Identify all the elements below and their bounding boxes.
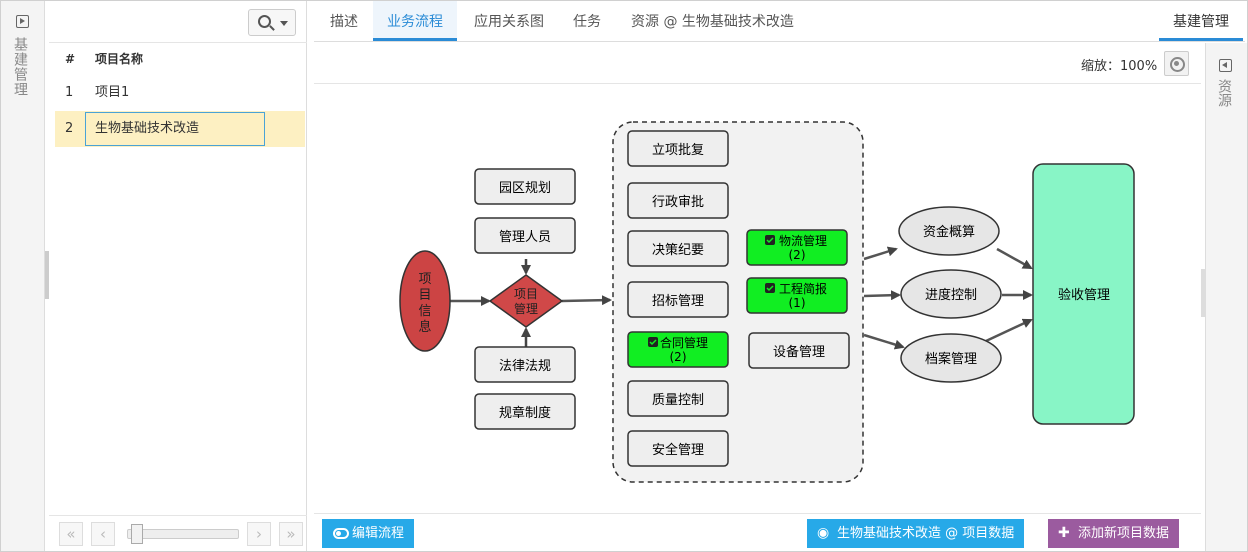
- node-decision-minutes[interactable]: 决策纪要: [627, 230, 729, 267]
- svg-text:设备管理: 设备管理: [773, 344, 825, 360]
- node-rules-system[interactable]: 规章制度: [474, 393, 576, 430]
- edit-flow-button[interactable]: 编辑流程: [322, 519, 415, 548]
- prev-page-button[interactable]: ‹: [91, 522, 115, 546]
- node-progress-control[interactable]: 进度控制: [900, 269, 1002, 319]
- node-acceptance-management[interactable]: 验收管理: [1032, 163, 1135, 425]
- svg-text:合同管理: 合同管理: [660, 335, 708, 350]
- svg-text:物流管理: 物流管理: [779, 233, 827, 248]
- first-page-button[interactable]: «: [59, 522, 83, 546]
- svg-text:验收管理: 验收管理: [1058, 287, 1110, 303]
- zoom-toolbar: 缩放：100%: [314, 42, 1201, 84]
- zoom-level: 缩放：100%: [1081, 59, 1158, 74]
- flow-canvas[interactable]: 项目信息 项目 管理 园区规划 管理人员: [314, 85, 1201, 513]
- edit-flow-label: 编辑流程: [352, 526, 405, 541]
- node-project-info[interactable]: 项目信息: [399, 250, 451, 352]
- zoom-reset-icon[interactable]: [1164, 51, 1189, 76]
- diamond-line-1: 项目: [514, 287, 538, 301]
- node-park-planning[interactable]: 园区规划: [474, 168, 576, 205]
- svg-text:安全管理: 安全管理: [652, 442, 704, 458]
- node-admin-approval[interactable]: 行政审批: [627, 182, 729, 219]
- project-name-cell[interactable]: 项目1: [95, 85, 130, 100]
- column-header-number[interactable]: #: [65, 52, 76, 66]
- svg-text:决策纪要: 决策纪要: [652, 242, 704, 258]
- right-rail-label: 资源: [1216, 79, 1232, 107]
- tab-bar: 描述 业务流程 应用关系图 任务 资源 @ 生物基础技术改造 基建管理: [314, 1, 1245, 42]
- node-safety-management[interactable]: 安全管理: [627, 430, 729, 467]
- row-number: 1: [65, 85, 74, 100]
- svg-text:立项批复: 立项批复: [652, 143, 704, 158]
- add-project-data-label: 添加新项目数据: [1078, 526, 1170, 541]
- right-collapsed-rail[interactable]: 资源: [1205, 43, 1247, 551]
- left-collapsed-rail[interactable]: 基建管理: [1, 1, 45, 551]
- node-quality-control[interactable]: 质量控制: [627, 380, 729, 417]
- main-area: 描述 业务流程 应用关系图 任务 资源 @ 生物基础技术改造 基建管理 缩放：1…: [314, 1, 1245, 551]
- tab-tasks[interactable]: 任务: [573, 14, 601, 30]
- svg-text:(2): (2): [789, 248, 806, 262]
- svg-text:园区规划: 园区规划: [499, 181, 551, 196]
- search-icon: [258, 15, 271, 28]
- list-pager: « ‹ › »: [49, 515, 307, 551]
- svg-text:质量控制: 质量控制: [652, 393, 704, 408]
- add-project-data-button[interactable]: ✚ 添加新项目数据: [1048, 519, 1180, 548]
- row-number: 2: [65, 121, 74, 136]
- search-dropdown-button[interactable]: [248, 9, 296, 36]
- node-archive-management[interactable]: 档案管理: [900, 333, 1002, 383]
- svg-text:工程简报: 工程简报: [779, 281, 827, 296]
- node-tender-management[interactable]: 招标管理: [627, 281, 729, 318]
- node-equipment-management[interactable]: 设备管理: [748, 332, 850, 369]
- tab-business-flow[interactable]: 业务流程: [373, 1, 457, 41]
- svg-text:(1): (1): [789, 296, 806, 310]
- svg-text:(2): (2): [670, 350, 687, 364]
- page-slider-track[interactable]: [127, 529, 239, 539]
- node-contract-management[interactable]: 合同管理 (2): [627, 331, 729, 368]
- node-project-approval[interactable]: 立项批复: [627, 130, 729, 167]
- svg-text:项目信息: 项目信息: [418, 272, 431, 335]
- left-rail-label: 基建管理: [12, 37, 28, 97]
- project-list-toolbar: [49, 1, 307, 43]
- tab-app-relations[interactable]: 应用关系图: [474, 14, 544, 30]
- table-row-selected[interactable]: 2 生物基础技术改造: [55, 111, 305, 147]
- project-data-button[interactable]: ◉ 生物基础技术改造 @ 项目数据: [807, 519, 1025, 548]
- svg-text:资金概算: 资金概算: [923, 224, 975, 240]
- tab-description[interactable]: 描述: [330, 14, 358, 30]
- collapse-left-icon[interactable]: [1219, 59, 1232, 72]
- toggle-icon: [333, 528, 349, 539]
- svg-text:进度控制: 进度控制: [925, 287, 977, 303]
- svg-text:招标管理: 招标管理: [652, 294, 704, 309]
- node-engineering-brief[interactable]: 工程简报 (1): [746, 277, 848, 314]
- project-data-label: 生物基础技术改造 @ 项目数据: [837, 526, 1015, 541]
- diamond-line-2: 管理: [514, 301, 538, 316]
- flow-diagram: 项目信息 项目 管理 园区规划 管理人员: [399, 121, 1135, 483]
- left-splitter-handle[interactable]: [45, 251, 49, 299]
- eye-icon: ◉: [817, 525, 830, 541]
- node-fund-estimate[interactable]: 资金概算: [898, 206, 1000, 256]
- svg-text:行政审批: 行政审批: [652, 195, 704, 210]
- page-slider-thumb[interactable]: [131, 524, 143, 544]
- node-logistics-management[interactable]: 物流管理 (2): [746, 229, 848, 266]
- svg-text:法律法规: 法律法规: [499, 359, 551, 374]
- svg-text:管理人员: 管理人员: [499, 230, 551, 245]
- expand-right-icon[interactable]: [16, 15, 29, 28]
- right-splitter-handle[interactable]: [1201, 269, 1205, 317]
- svg-text:档案管理: 档案管理: [925, 352, 977, 367]
- column-header-name[interactable]: 项目名称: [95, 52, 144, 66]
- tab-resources[interactable]: 资源 @ 生物基础技术改造: [631, 14, 794, 30]
- table-row[interactable]: 1 项目1: [55, 75, 305, 111]
- tab-infrastructure-management[interactable]: 基建管理: [1159, 1, 1243, 41]
- plus-icon: ✚: [1058, 525, 1070, 541]
- node-laws-regulations[interactable]: 法律法规: [474, 346, 576, 383]
- last-page-button[interactable]: »: [279, 522, 303, 546]
- project-name-cell[interactable]: 生物基础技术改造: [85, 112, 265, 146]
- caret-down-icon: [280, 21, 288, 26]
- node-management-staff[interactable]: 管理人员: [474, 217, 576, 254]
- node-project-management[interactable]: 项目 管理: [488, 274, 564, 328]
- next-page-button[interactable]: ›: [247, 522, 271, 546]
- bottom-toolbar: 编辑流程 ◉ 生物基础技术改造 @ 项目数据 ✚ 添加新项目数据: [314, 513, 1201, 551]
- svg-text:规章制度: 规章制度: [499, 405, 551, 421]
- project-list-panel: # 项目名称 1 项目1 2 生物基础技术改造 « ‹ › »: [49, 1, 307, 551]
